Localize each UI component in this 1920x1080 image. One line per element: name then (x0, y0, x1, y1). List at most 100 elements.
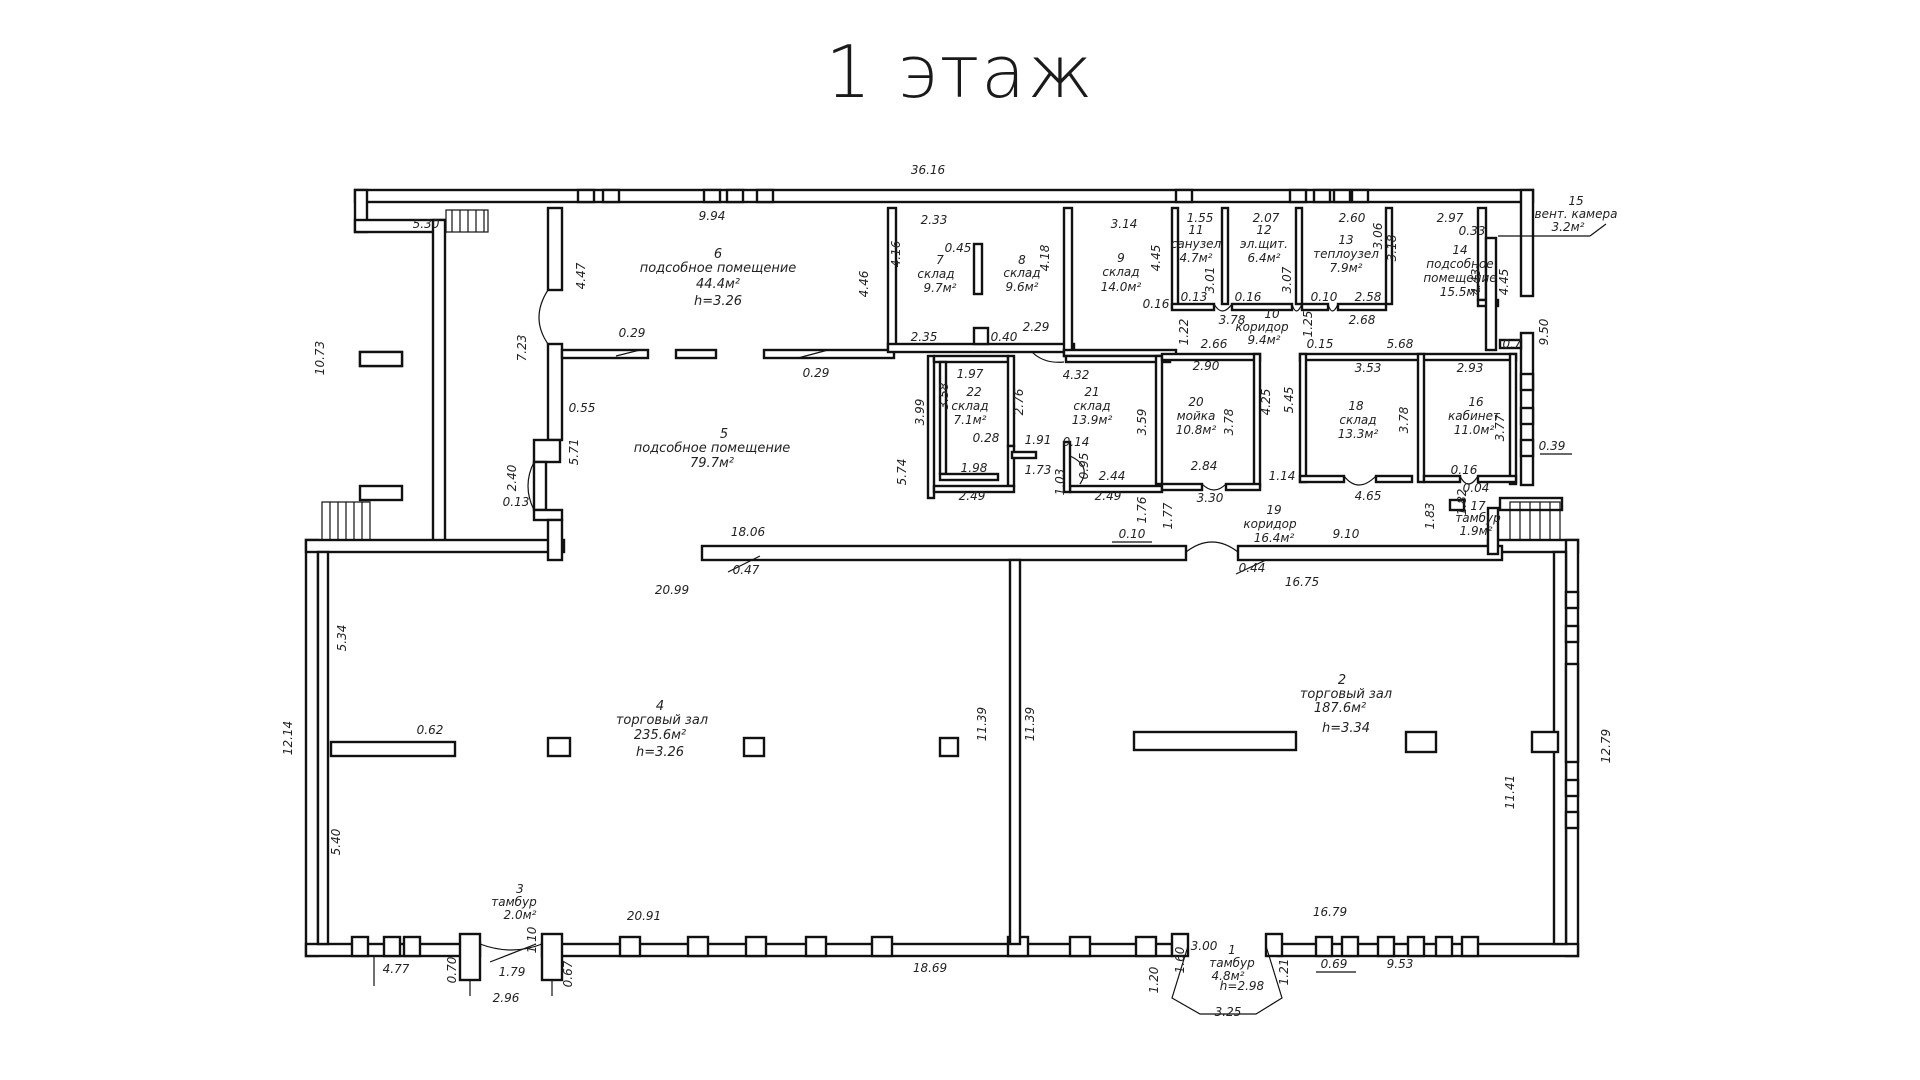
dimension-label: 1.22 (1177, 319, 1191, 346)
room-label: помещение (1423, 271, 1496, 285)
dimension-label: 3.78 (1397, 406, 1411, 433)
dimension-label: 9.94 (699, 209, 726, 223)
room-label: 13.9м² (1072, 413, 1113, 427)
page-title: 1 этаж (825, 30, 1095, 114)
dimension-label: 2.68 (1349, 313, 1376, 327)
room-label: 17 (1470, 499, 1486, 513)
dimension-label: 0.47 (733, 563, 760, 577)
room-label: 20 (1188, 395, 1204, 409)
dimension-label: 2.07 (1253, 211, 1280, 225)
dimension-label: 4.45 (1149, 245, 1163, 272)
dimension-label: 0.16 (1451, 463, 1478, 477)
room-label: 4 (656, 699, 664, 714)
dimension-label: 2.96 (493, 991, 520, 1005)
dimension-label: 2.49 (959, 489, 986, 503)
room-label: торговый зал (1300, 687, 1392, 702)
dimension-label: 0.29 (803, 366, 830, 380)
room-label: 7 (936, 253, 944, 267)
room-label: h=3.26 (636, 745, 684, 760)
room-label: склад (1003, 266, 1040, 280)
room-label: 6.4м² (1248, 251, 1281, 265)
room-label: 15.5м² (1440, 285, 1481, 299)
dimension-label: 1.03 (1053, 469, 1067, 496)
dimension-label: 4.45 (1497, 269, 1511, 296)
room-label: 2.0м² (504, 908, 537, 922)
room-label: 10 (1264, 307, 1280, 321)
door-swings (479, 223, 1607, 1015)
dimension-label: 1.60 (1173, 946, 1187, 973)
room-label: 13 (1338, 233, 1353, 247)
dimension-label: 7.23 (515, 335, 529, 362)
dimension-label: 3.07 (1280, 266, 1294, 293)
dimension-label: 0.16 (1143, 297, 1170, 311)
dimension-label: 20.91 (627, 909, 661, 923)
dimension-label: 0.95 (1077, 453, 1091, 480)
room-label: склад (1339, 413, 1376, 427)
room-label: 1.9м² (1460, 524, 1493, 538)
dimension-label: 0.33 (1459, 224, 1486, 238)
dimension-label: 0.70 (445, 956, 459, 983)
room-label: мойка (1177, 409, 1216, 423)
dimension-label: 0.29 (619, 326, 646, 340)
dimension-label: 2.76 (1012, 388, 1026, 415)
dimension-label: 0.44 (1239, 561, 1266, 575)
dimension-label: 0.55 (569, 401, 596, 415)
room-label: 14 (1452, 243, 1467, 257)
dimension-label: 0.14 (1063, 435, 1090, 449)
room-label: подсобное помещение (634, 441, 791, 456)
dimension-label: 2.58 (1355, 290, 1382, 304)
dimension-label: 0.13 (1181, 290, 1208, 304)
dimension-label: 5.30 (413, 217, 440, 231)
room-label: 4.7м² (1180, 251, 1213, 265)
windows (350, 188, 1580, 958)
dimension-label: 0.28 (973, 431, 1000, 445)
dimension-label: 0.69 (1321, 957, 1348, 971)
dimension-label: 5.68 (1387, 337, 1414, 351)
dimension-label: 10.73 (313, 341, 327, 375)
dimension-label: 2.66 (1201, 337, 1228, 351)
dimension-label: 2.84 (1191, 459, 1218, 473)
dimension-label: 9.53 (1387, 957, 1414, 971)
room-label: коридор (1235, 320, 1289, 334)
room-label: склад (1073, 399, 1110, 413)
dimension-label: 12.14 (281, 721, 295, 755)
dimension-label: 4.65 (1355, 489, 1382, 503)
room-label: подсобное помещение (640, 261, 797, 276)
dimension-label: 0.10 (1311, 290, 1338, 304)
dimension-label: 1.77 (1161, 502, 1175, 529)
dimension-label: 1.21 (1277, 959, 1291, 986)
room-label: 11 (1188, 223, 1203, 237)
dimension-label: 2.33 (921, 213, 948, 227)
dimension-label: 1.83 (1423, 503, 1437, 530)
dimension-label: 1.82 (1455, 489, 1469, 516)
dimension-label: 3.58 (937, 382, 951, 409)
dimension-label: 1.55 (1187, 211, 1214, 225)
dimension-label: 9.50 (1537, 318, 1551, 345)
dimension-label: 5.34 (335, 625, 349, 652)
room-label: торговый зал (616, 713, 708, 728)
dimension-label: 0.13 (503, 495, 530, 509)
room-label: склад (917, 267, 954, 281)
room-label: 9.4м² (1248, 333, 1281, 347)
dimension-label: 11.39 (975, 707, 989, 741)
dimension-label: 1.10 (525, 926, 539, 953)
dimension-label: 2.29 (1023, 320, 1050, 334)
dimension-label: 4.18 (1038, 244, 1052, 271)
dimension-label: 0.04 (1463, 481, 1490, 495)
dimension-label: 0.39 (1539, 439, 1566, 453)
room-label: 22 (966, 385, 981, 399)
dimension-label: 4.32 (1063, 368, 1090, 382)
dimension-label: 11.41 (1503, 775, 1517, 809)
room-label: 15 (1568, 194, 1583, 208)
room-label: h=2.98 (1220, 979, 1265, 993)
dimension-label: 20.99 (655, 583, 689, 597)
dimension-label: 5.40 (329, 828, 343, 855)
dimension-label: 0.15 (1307, 337, 1334, 351)
room-label: склад (951, 399, 988, 413)
room-label: 3 (516, 882, 524, 896)
dimension-label: 3.77 (1493, 414, 1507, 441)
room-label: подсобное (1426, 257, 1493, 271)
dimension-label: 3.99 (913, 399, 927, 426)
dimension-label: 1.14 (1269, 469, 1296, 483)
